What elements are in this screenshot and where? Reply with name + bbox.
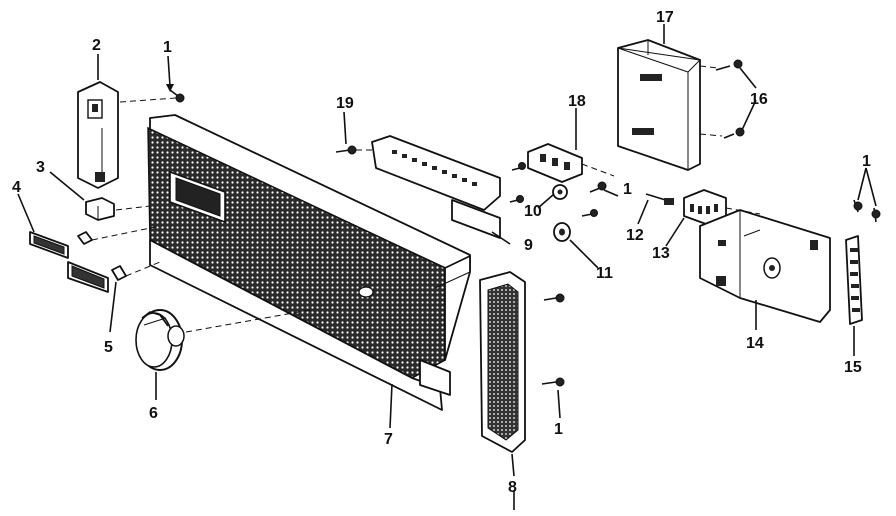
- callout-16: 16: [750, 91, 768, 108]
- cover-part-17: [617, 39, 702, 171]
- callout-1d: 1: [862, 153, 871, 170]
- callout-9: 9: [524, 237, 533, 254]
- screw-11: [581, 209, 598, 217]
- callout-12: 12: [626, 227, 644, 244]
- knob-part-6: [135, 309, 185, 371]
- wire-part-12: [645, 193, 674, 205]
- clip-part-11: [553, 222, 571, 242]
- terminal-strip-part-15: [845, 235, 863, 325]
- assembly-dashed-lines: [91, 65, 761, 333]
- callout-11: 11: [596, 265, 613, 282]
- screw-group: [169, 59, 881, 387]
- bracket-part-2: [77, 81, 119, 189]
- screw-1b: [589, 181, 607, 193]
- screw-16b: [723, 127, 745, 139]
- callout-3: 3: [36, 159, 45, 176]
- callout-5: 5: [104, 339, 113, 356]
- callout-4: 4: [12, 179, 21, 196]
- switch-block-part-3: [85, 197, 115, 221]
- callout-1a: 1: [163, 39, 172, 56]
- timer-part-14: [699, 209, 831, 323]
- leader-lines: [17, 24, 877, 510]
- callout-7: 7: [384, 431, 393, 448]
- side-grille-part-8: [479, 271, 526, 453]
- callout-18: 18: [568, 93, 586, 110]
- screw-1d-b: [871, 207, 881, 223]
- switch-strip-part-4: [29, 231, 109, 293]
- screw-10: [509, 195, 524, 203]
- switch-part-18: [527, 143, 583, 183]
- terminal-block-part-13: [683, 189, 727, 225]
- clip-part-10: [552, 184, 568, 200]
- callout-6: 6: [149, 405, 158, 422]
- indicator-board-part-19: [371, 135, 501, 239]
- callout-17: 17: [656, 9, 674, 26]
- screw-1d-a: [853, 199, 863, 213]
- callout-14: 14: [746, 335, 764, 352]
- callout-10: 10: [524, 203, 542, 220]
- callout-1c: 1: [554, 421, 563, 438]
- control-panel-part-7: [147, 114, 471, 411]
- callout-19: 19: [336, 95, 354, 112]
- callout-15: 15: [844, 359, 862, 376]
- screw-16a: [715, 59, 743, 71]
- callout-1b: 1: [623, 181, 632, 198]
- screw-8b: [541, 377, 565, 387]
- callout-2: 2: [92, 37, 101, 54]
- callout-13: 13: [652, 245, 670, 262]
- screw-1a: [169, 89, 185, 103]
- callout-labels: 1 1 1 1 2 3 4 5 6 7 8 9 10 11 12 13 14 1…: [12, 9, 871, 496]
- screw-19: [335, 145, 357, 155]
- callout-8: 8: [508, 479, 517, 496]
- screw-8a: [543, 293, 565, 303]
- screw-9: [511, 162, 526, 171]
